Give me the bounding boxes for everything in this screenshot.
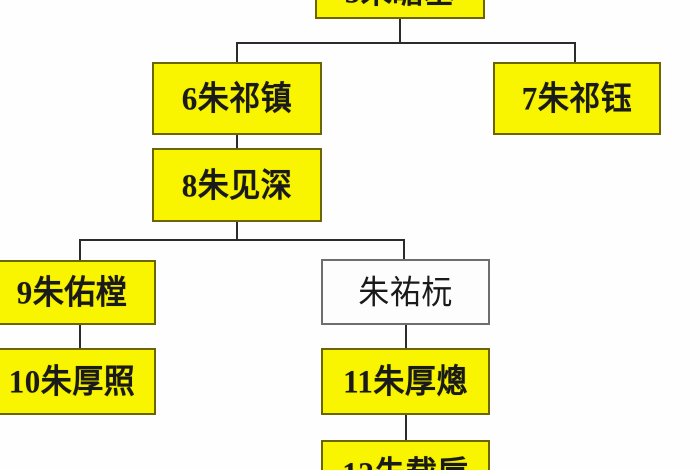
connector-to-n6: [236, 42, 238, 63]
connector-to-n7: [574, 42, 576, 63]
connector-n11-to-n12: [405, 414, 407, 440]
connector-n9-to-n10: [79, 324, 81, 349]
node-label: 5朱瞻基: [345, 0, 456, 8]
node-zhu-zhanji[interactable]: 5朱瞻基: [315, 0, 485, 19]
node-label: 6朱祁镇: [181, 79, 293, 118]
connector-prince-to-n11: [405, 324, 407, 349]
node-label: 10朱厚照: [8, 362, 136, 401]
node-label: 8朱见深: [181, 166, 293, 204]
node-label: 朱祐杬: [358, 273, 453, 311]
node-zhu-zaihou[interactable]: 12朱载垕: [321, 440, 490, 470]
connector-n8-stem: [236, 221, 238, 241]
node-zhu-qiyu[interactable]: 7朱祁钰: [493, 62, 661, 135]
node-zhu-youtang[interactable]: 9朱佑樘: [0, 260, 156, 325]
node-zhu-youyuan[interactable]: 朱祐杬: [321, 259, 490, 325]
node-zhu-jianshen[interactable]: 8朱见深: [152, 148, 322, 222]
node-label: 11朱厚熜: [343, 362, 468, 401]
node-zhu-houzhao[interactable]: 10朱厚照: [0, 348, 156, 415]
node-label: 7朱祁钰: [521, 79, 633, 118]
connector-n8-sibling-bar: [79, 239, 405, 241]
node-zhu-houcong[interactable]: 11朱厚熜: [321, 348, 490, 415]
connector-to-n9: [79, 239, 81, 261]
node-label: 9朱佑樘: [16, 273, 128, 312]
connector-n6-to-n8: [236, 134, 238, 149]
connector-to-prince-drop: [403, 239, 405, 261]
node-zhu-qizhen[interactable]: 6朱祁镇: [152, 62, 322, 135]
connector-n5-sibling-bar: [236, 42, 576, 44]
connector-n5-stem: [399, 18, 401, 43]
node-label: 12朱载垕: [342, 457, 469, 470]
